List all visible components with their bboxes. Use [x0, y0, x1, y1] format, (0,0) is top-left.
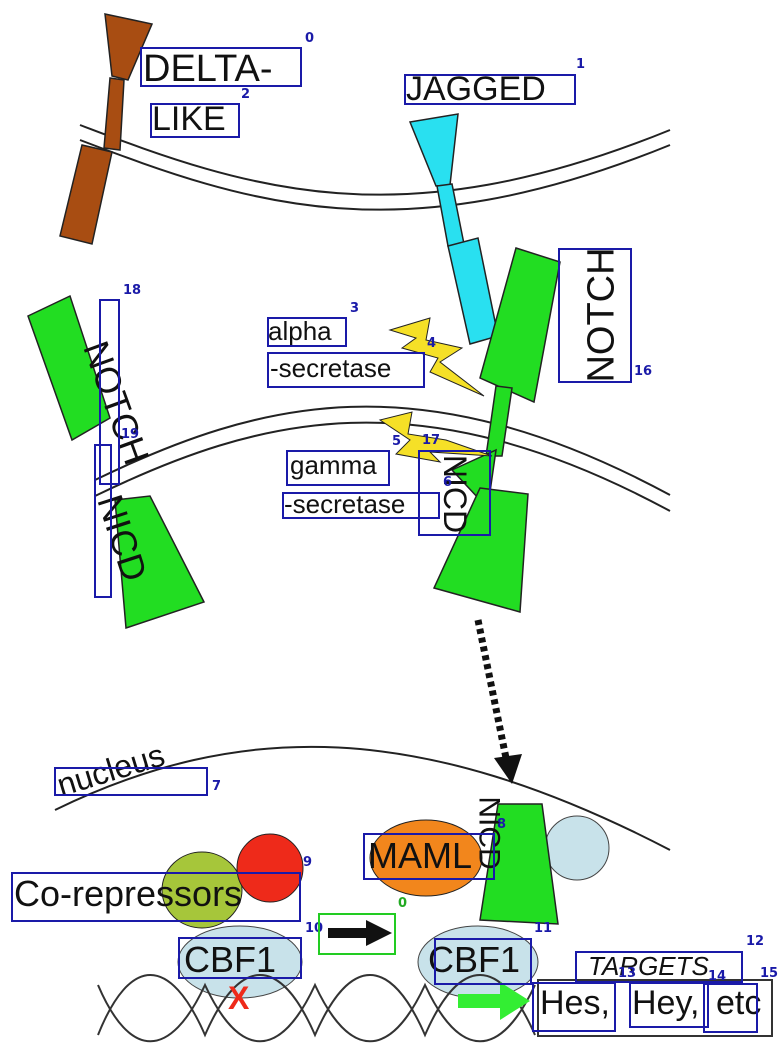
corepressor-red [236, 833, 304, 903]
annotation-box-10 [178, 937, 302, 979]
annotation-box-17 [418, 450, 491, 536]
cbf1-left-label: CBF1 [184, 939, 277, 980]
annotation-index-12: 12 [746, 934, 765, 949]
annotation-box-1 [404, 74, 576, 105]
annotation-box-16 [558, 248, 632, 383]
repression-x-mark: X [228, 980, 250, 1016]
annotation-box-14 [629, 982, 709, 1028]
hey-label: Hey, [632, 984, 700, 1022]
annotation-box-2 [150, 103, 240, 138]
nuclear-envelope [54, 745, 671, 851]
annotation-index-13: 13 [618, 966, 637, 981]
gamma-secretase-label: -secretase [284, 489, 406, 519]
annotation-index-14: 14 [708, 969, 727, 984]
annotation-box-9 [11, 872, 301, 922]
annotation-index-4: 4 [427, 336, 437, 351]
annotation-index-0: 0 [305, 31, 315, 46]
annotation-index-17: 17 [422, 433, 441, 448]
targets-label: TARGETS [588, 951, 709, 981]
alpha-label: alpha [268, 316, 332, 346]
maml-shape [369, 819, 483, 897]
annotation-index-19: 19 [121, 427, 140, 442]
annotation-box-4 [267, 352, 425, 388]
annotation-index-15: 15 [760, 966, 779, 981]
cofactor-circle [544, 815, 610, 881]
nicd-nucleus-shape [479, 803, 559, 925]
cbf1-right-label: CBF1 [428, 939, 521, 980]
annotation-index-18: 18 [123, 283, 142, 298]
annotation-index-9: 9 [303, 855, 313, 870]
delta-like-ligand [59, 13, 154, 245]
annotation-box-green-0 [318, 913, 396, 955]
alpha-secretase-label: -secretase [270, 353, 392, 383]
green-arrow-icon [458, 982, 530, 1020]
gamma-label: gamma [290, 450, 377, 480]
corepressor-green [161, 851, 243, 929]
annotation-box-18 [99, 299, 120, 485]
annotation-index-11: 11 [534, 921, 553, 936]
annotation-index-3: 3 [350, 301, 360, 316]
corepressors-label: Co-repressors [14, 873, 243, 914]
etc-label: etc [716, 984, 762, 1022]
delta-like-label-1: DELTA- [143, 48, 273, 90]
delta-like-label-2: LIKE [152, 100, 226, 138]
annotation-box-5 [286, 450, 390, 486]
annotation-box-11 [434, 938, 532, 985]
annotation-index-7: 7 [212, 779, 222, 794]
annotation-box-13 [532, 982, 616, 1032]
hes-label: Hes, [540, 984, 610, 1022]
annotation-index-2: 2 [241, 87, 251, 102]
maml-label: MAML [368, 835, 473, 876]
annotation-index-5: 5 [392, 434, 402, 449]
annotation-index-6: 6 [443, 475, 453, 490]
annotation-index-green-0: 0 [398, 896, 408, 911]
translocation-arrowhead [494, 754, 522, 784]
annotation-box-15 [703, 983, 758, 1033]
middle-membrane [94, 405, 671, 512]
annotation-index-16: 16 [634, 364, 653, 379]
annotation-box-19 [94, 444, 112, 598]
notch-receptor-left [27, 294, 206, 630]
right-arrow-icon [328, 920, 392, 946]
annotation-box-0 [140, 47, 302, 87]
top-membrane [79, 124, 671, 211]
annotation-box-6 [282, 492, 440, 519]
jagged-label: JAGGED [406, 70, 546, 108]
notch-receptor-right [432, 247, 561, 613]
gamma-secretase-bolt [378, 411, 493, 463]
annotation-box-7 [54, 767, 208, 796]
annotation-index-1: 1 [576, 57, 586, 72]
annotation-box-3 [267, 317, 347, 347]
annotation-box-8 [363, 833, 495, 880]
alpha-secretase-bolt [388, 317, 485, 397]
translocation-arrow [474, 619, 510, 759]
annotation-index-8: 8 [497, 817, 507, 832]
jagged-ligand [408, 113, 499, 345]
